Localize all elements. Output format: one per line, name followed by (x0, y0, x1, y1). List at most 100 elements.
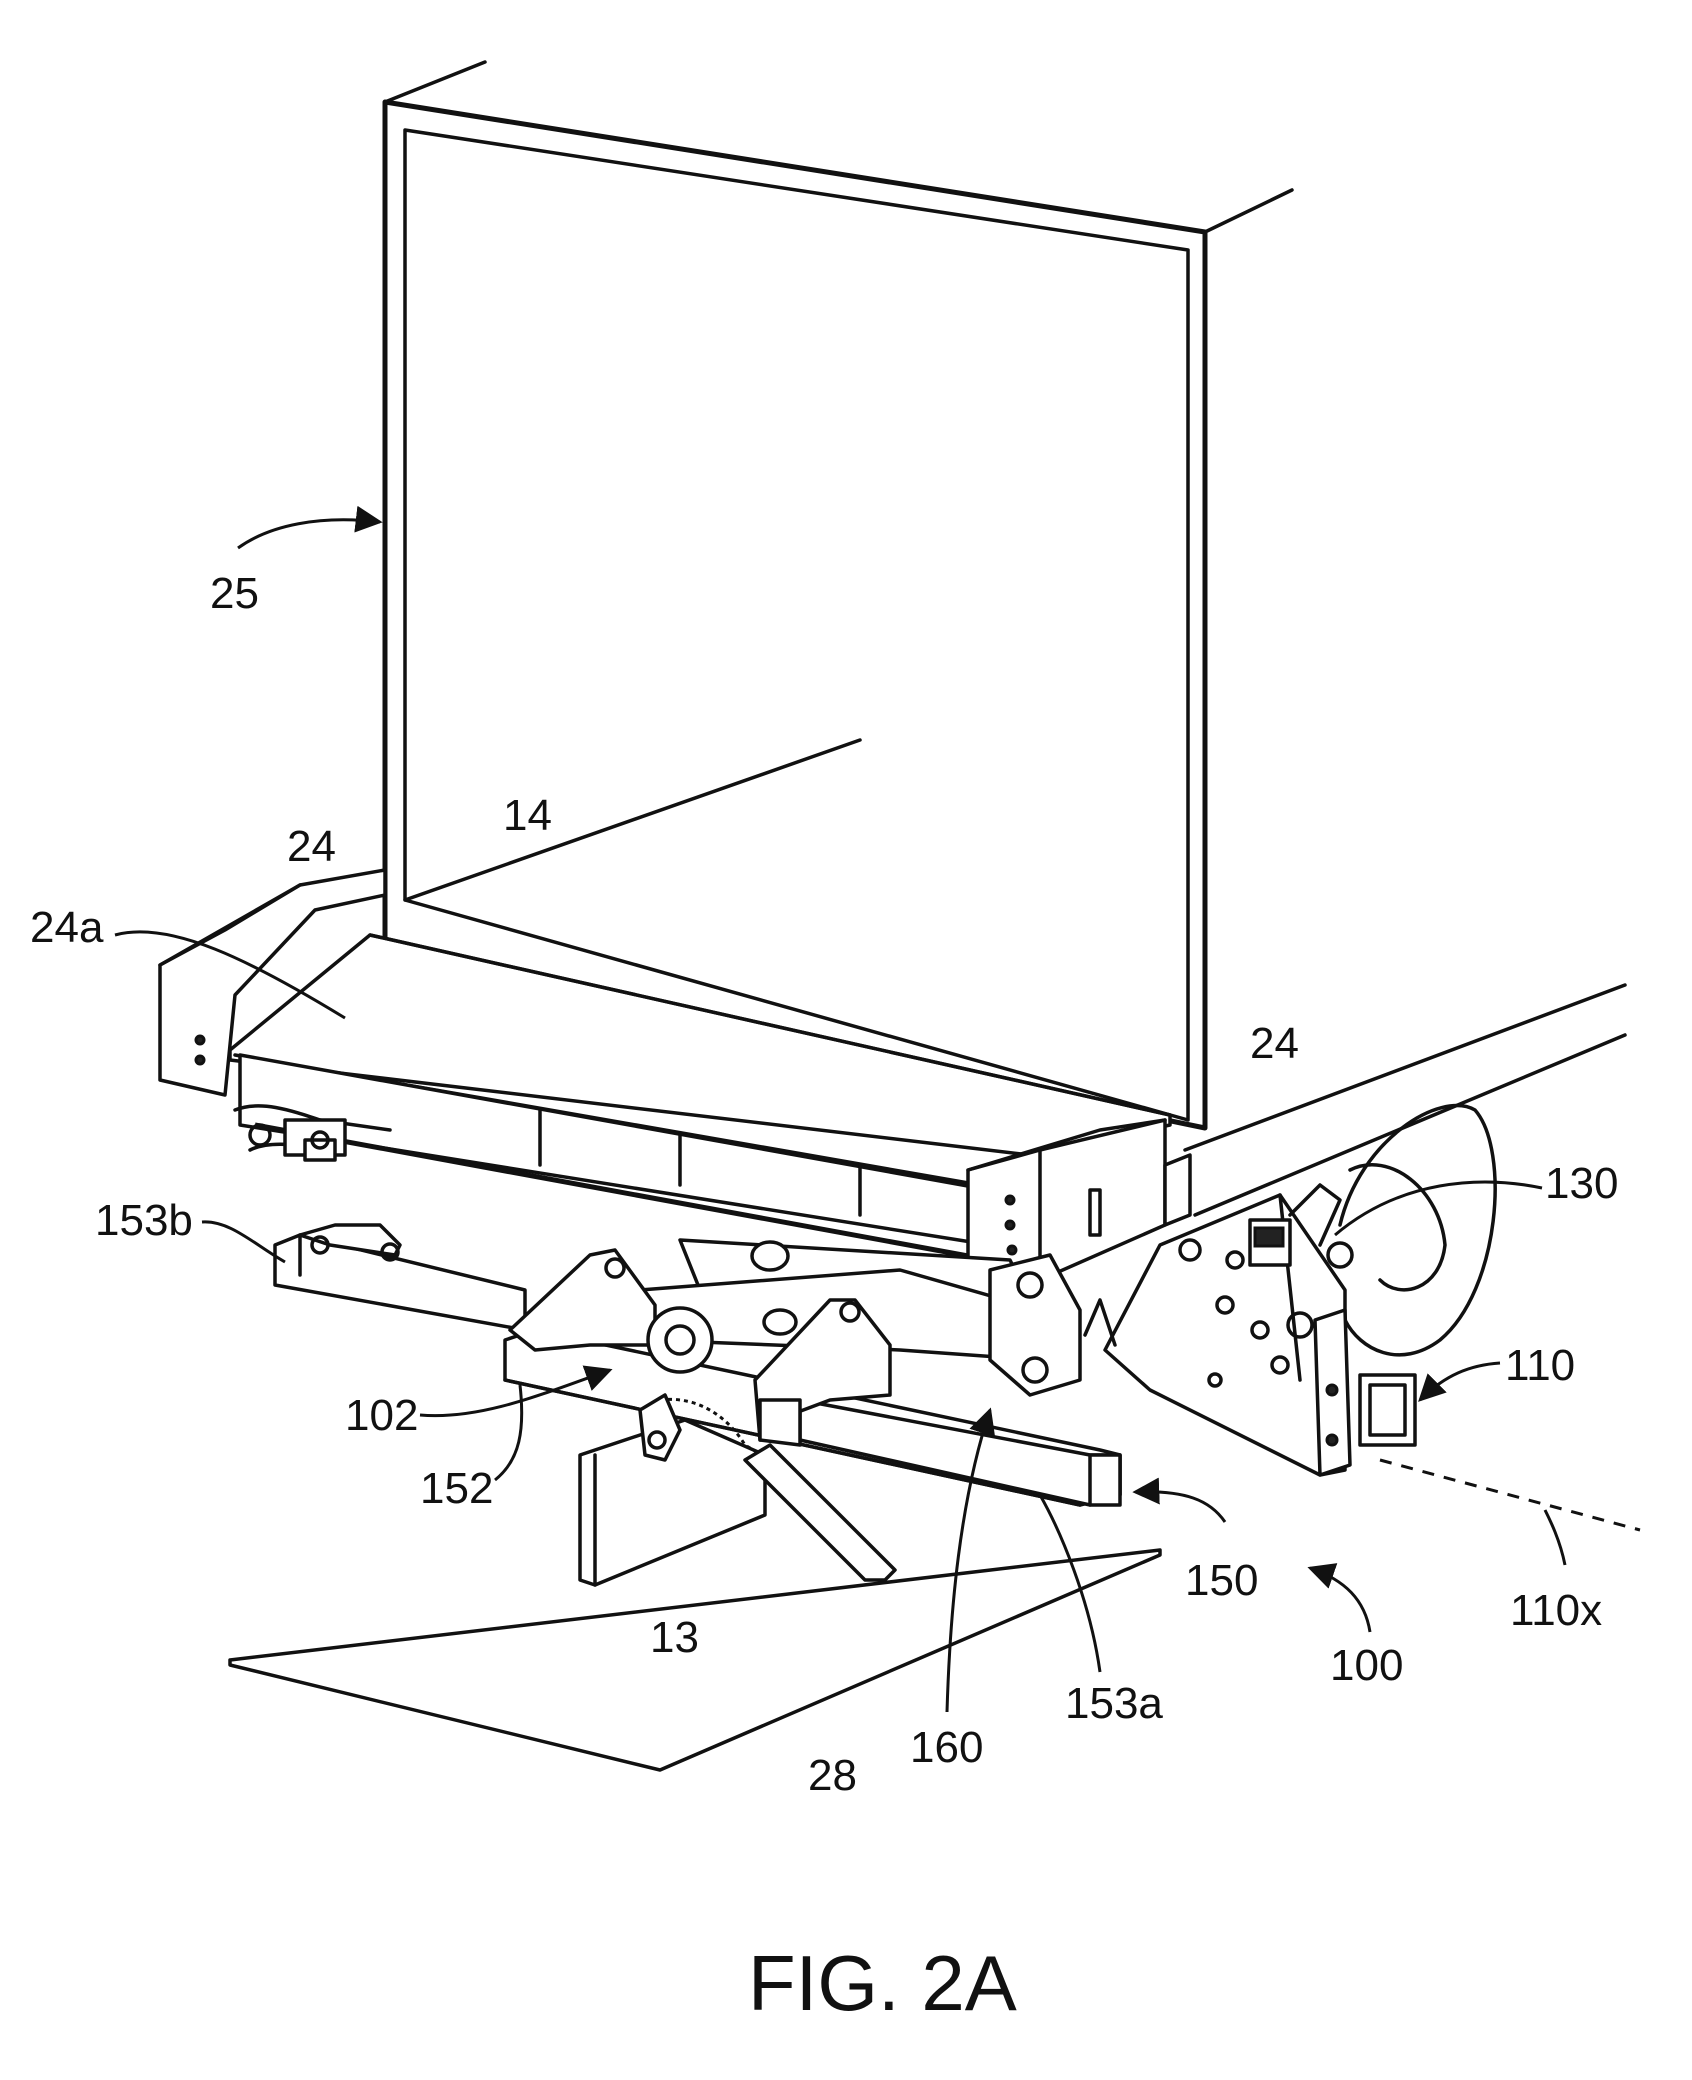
tube-153a (798, 1398, 1122, 1507)
pulley-102 (646, 1306, 714, 1374)
bolt (1004, 1219, 1016, 1231)
actuator-pivot (1326, 1241, 1354, 1269)
leader-153a (1038, 1494, 1102, 1673)
leader-110 (1418, 1361, 1501, 1402)
support-leg (743, 1443, 897, 1582)
pulley-102-hub (664, 1324, 696, 1356)
label-24-right: 24 (1250, 1019, 1299, 1068)
label-24-left: 24 (287, 822, 336, 871)
mount-hole (1207, 1372, 1223, 1388)
wheel (1338, 1103, 1497, 1357)
bolt (194, 1034, 206, 1046)
left-linkage (233, 1104, 392, 1162)
label-24a: 24a (30, 903, 104, 952)
roof-edge-left (383, 60, 487, 104)
leader-153b (201, 1220, 286, 1264)
label-152: 152 (420, 1464, 493, 1513)
mount-hole (1250, 1320, 1270, 1340)
chain (659, 1397, 771, 1462)
pivot-pin (1016, 1271, 1044, 1299)
leader-lines (114, 505, 1641, 1713)
pin (310, 1235, 330, 1255)
label-110x: 110x (1510, 1586, 1602, 1635)
tube-153b (273, 1233, 527, 1332)
ground-parts (228, 1393, 1162, 1772)
left-end-block-top (158, 883, 302, 967)
chain-link (1083, 1298, 1117, 1347)
wheel-outline (1338, 1103, 1497, 1357)
pin (380, 1242, 400, 1262)
slot (1088, 1188, 1102, 1237)
left-gusset (508, 1248, 657, 1352)
mount-hole (1270, 1355, 1290, 1375)
label-13: 13 (650, 1613, 699, 1662)
pivot-pin (1021, 1356, 1049, 1384)
label-130: 130 (1545, 1159, 1618, 1208)
leader-102 (419, 1365, 613, 1418)
leader-130 (1334, 1180, 1543, 1237)
side-beam (1163, 1153, 1192, 1227)
bolt (1006, 1244, 1018, 1256)
roller (750, 1240, 790, 1272)
gusset-pin (839, 1301, 861, 1323)
lift-platform-assembly (158, 868, 1192, 1282)
leader-100 (1307, 1563, 1372, 1633)
side-wall-bottom (1183, 983, 1627, 1152)
label-14: 14 (503, 791, 552, 840)
mount-hole (1178, 1238, 1202, 1262)
trailer-body (382, 60, 1627, 1217)
roller (762, 1308, 798, 1336)
label-102: 102 (345, 1391, 418, 1440)
leader-152 (494, 1384, 524, 1482)
label-160: 160 (910, 1723, 983, 1772)
plate-13 (578, 1418, 767, 1587)
leader-110x (1543, 1509, 1567, 1566)
lower-frame (273, 1223, 1122, 1507)
door-frame-outer (382, 99, 1208, 1131)
leader-110x-dashed (1379, 1458, 1641, 1532)
bolt (1325, 1433, 1339, 1447)
reference-labels: 25 14 24 24a 24 130 153b 110 102 152 150… (30, 569, 1618, 1800)
door-panel-inner (403, 128, 1190, 1122)
platform-front-beam-line (254, 1122, 991, 1263)
wheel-hub (1348, 1163, 1447, 1292)
roof-edge-right (1203, 188, 1294, 234)
label-100: 100 (1330, 1641, 1403, 1690)
bolt (1004, 1194, 1016, 1206)
hook-hole (647, 1430, 667, 1450)
label-150: 150 (1185, 1556, 1258, 1605)
label-25: 25 (210, 569, 259, 618)
gusset-pin (604, 1257, 626, 1279)
pivot-pin (1286, 1311, 1314, 1339)
label-110: 110 (1505, 1341, 1575, 1390)
bolt (1325, 1383, 1339, 1397)
right-end-block-top (966, 1118, 1167, 1172)
leader-150 (1132, 1477, 1227, 1523)
mount-hole (1225, 1250, 1245, 1270)
pin (248, 1123, 272, 1147)
bolt (194, 1054, 206, 1066)
linkage-bracket (303, 1138, 337, 1162)
floor-line (403, 738, 862, 902)
label-153a: 153a (1065, 1679, 1163, 1728)
label-28: 28 (808, 1751, 857, 1800)
pin (310, 1130, 330, 1150)
leader-160 (945, 1407, 996, 1713)
leader-24a (114, 930, 346, 1020)
actuator-130-core (1253, 1226, 1285, 1248)
side-wall-bottom-2 (1193, 1033, 1627, 1217)
mount-hole (1215, 1295, 1235, 1315)
figure-caption: FIG. 2A (748, 1939, 1017, 2027)
hitch-bracket-face (1368, 1383, 1407, 1437)
label-153b: 153b (95, 1196, 193, 1245)
center-gusset-tab (758, 1398, 802, 1447)
right-pivot-bracket (988, 1253, 1082, 1397)
platform-deck-top-edge (368, 933, 1172, 1117)
leader-25 (237, 505, 383, 550)
floor-sheet-28 (228, 1548, 1162, 1772)
actuator-arm (1288, 1183, 1342, 1247)
tube-153b-cap (298, 1223, 402, 1257)
side-mount-assembly (1103, 1183, 1417, 1477)
tube-153a-end (1088, 1453, 1122, 1507)
